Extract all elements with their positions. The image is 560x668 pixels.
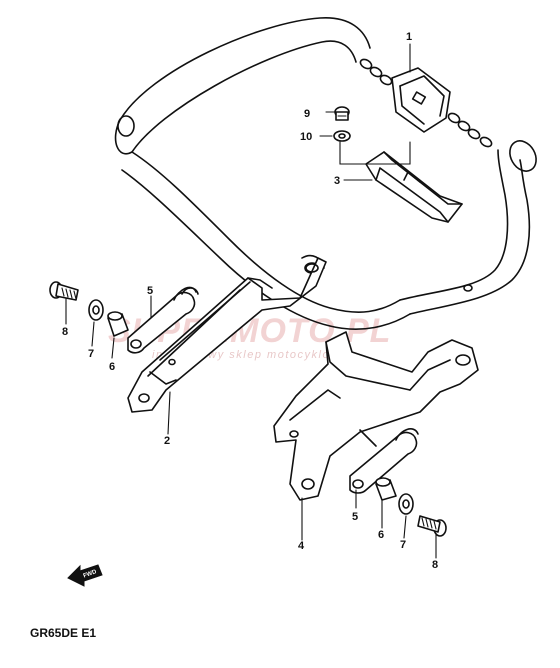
fwd-label: FWD: [83, 569, 99, 580]
label-part-3: 3: [334, 175, 340, 187]
label-part-7-right: 7: [400, 539, 406, 551]
collar-6-left: [107, 311, 129, 337]
washer-7-right: [398, 493, 414, 515]
label-part-5-right: 5: [352, 511, 358, 523]
left-bracket: [127, 257, 327, 413]
collar-6-right: [375, 477, 397, 501]
model-code: GR65DE E1: [30, 626, 96, 640]
rail-clamp: [391, 67, 451, 133]
label-part-5-left: 5: [147, 285, 153, 297]
hook-5-left: [127, 286, 199, 354]
fwd-arrow-icon: [67, 564, 103, 587]
bolt-8-right: [417, 515, 447, 537]
label-part-6-right: 6: [378, 529, 384, 541]
label-part-9: 9: [304, 108, 310, 120]
label-part-6-left: 6: [109, 361, 115, 373]
fwd-arrow: FWD: [67, 564, 103, 587]
hook-5-right: [349, 428, 419, 494]
label-part-1: 1: [406, 31, 412, 43]
washer-7-left: [88, 299, 104, 321]
chain-links: [359, 58, 493, 148]
rail-pad: [365, 151, 463, 223]
washer-10: [333, 130, 351, 142]
label-part-10: 10: [300, 131, 312, 143]
label-part-4: 4: [298, 540, 305, 552]
right-bracket: [273, 331, 479, 501]
leader-lines: [65, 43, 437, 559]
part-labels: 1 9 10 3 5 8 7 6 2 4 5 6 7 8: [62, 31, 438, 571]
label-part-8-left: 8: [62, 326, 68, 338]
label-part-8-right: 8: [432, 559, 438, 571]
bolt-8-left: [49, 281, 79, 301]
label-part-2: 2: [164, 435, 170, 447]
label-part-7-left: 7: [88, 348, 94, 360]
bolt-9: [334, 106, 350, 121]
grab-rail: [114, 17, 537, 331]
